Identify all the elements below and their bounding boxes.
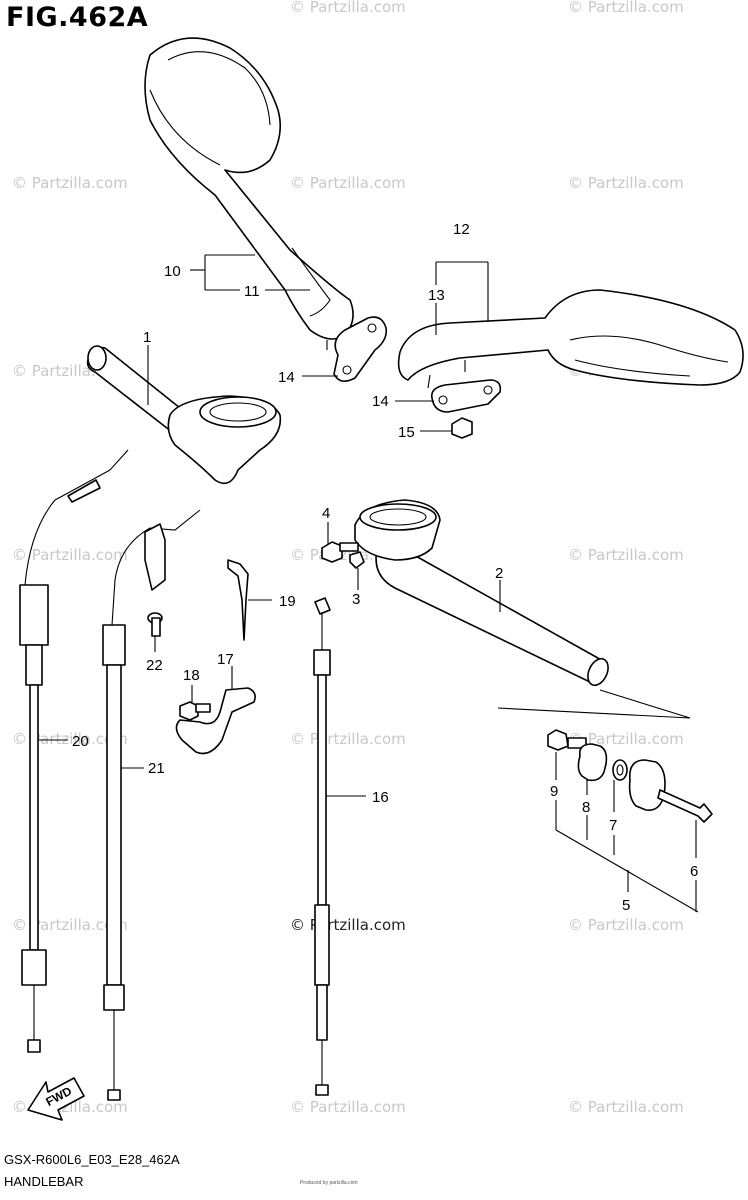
screw [147,612,163,637]
callout-19: 19 [279,593,296,610]
watermark: © Partzilla.com [12,730,128,748]
clutch-cable [313,597,331,1096]
watermark: © Partzilla.com [568,174,684,192]
callout-2: 2 [495,565,503,582]
callout-15: 15 [398,424,415,441]
callout-8: 8 [582,799,590,816]
clamp-bolt [321,541,359,563]
watermark: © Partzilla.com [12,546,128,564]
leader-lines [38,254,699,913]
watermark: © Partzilla.com [290,174,406,192]
throttle-cable-21 [102,509,201,1101]
balancer-assembly [497,689,713,823]
watermark: © Partzilla.com [568,1098,684,1116]
mirror-holder-upper [333,316,388,382]
callout-13: 13 [428,287,445,304]
callout-18: 18 [183,667,200,684]
model-code: GSX-R600L6_E03_E28_462A [4,1152,180,1167]
footer-tiny-text: Produced by partzilla.com [300,1180,358,1186]
guide-bolt [179,701,211,721]
throttle-cable-20 [19,449,129,1053]
left-handlebar [86,345,282,485]
callout-1: 1 [143,329,151,346]
callout-6: 6 [690,863,698,880]
washer [349,551,365,569]
watermark: © Partzilla.com [568,546,684,564]
watermark: © Partzilla.com [568,916,684,934]
watermark: © Partzilla.com [568,730,684,748]
callout-14-lower: 14 [372,393,389,410]
callout-9: 9 [550,783,558,800]
figure-title: FIG.462A [6,2,149,33]
watermark: © Partzilla.com [290,730,406,748]
callout-4: 4 [322,505,330,522]
mirror-holder-lower [430,379,502,413]
callout-3: 3 [352,591,360,608]
callout-12: 12 [453,221,470,238]
callout-14-upper: 14 [278,369,295,386]
cable-guide [175,687,256,755]
watermark: © Partzilla.com [12,916,128,934]
watermark: © Partzilla.com [290,0,406,16]
callout-20: 20 [72,733,89,750]
callout-layer: 1 2 3 4 5 6 7 8 9 10 11 12 13 14 14 15 1… [72,221,698,914]
right-handlebar [354,499,609,687]
left-mirror [144,37,354,350]
callout-7: 7 [609,817,617,834]
right-mirror [397,289,744,389]
callout-21: 21 [148,760,165,777]
nut [451,417,473,439]
callout-11: 11 [244,283,260,300]
callout-16: 16 [372,789,389,806]
watermark-center: © Partzilla.com [290,916,406,934]
callout-10: 10 [164,263,181,280]
callout-17: 17 [217,651,234,668]
section-name: HANDLEBAR [4,1174,84,1189]
watermark: © Partzilla.com [568,0,684,16]
watermark: © Partzilla.com [12,174,128,192]
watermark: © Partzilla.com [290,1098,406,1116]
callout-22: 22 [146,657,163,674]
cable-clamp [227,559,249,641]
callout-5: 5 [622,897,630,914]
